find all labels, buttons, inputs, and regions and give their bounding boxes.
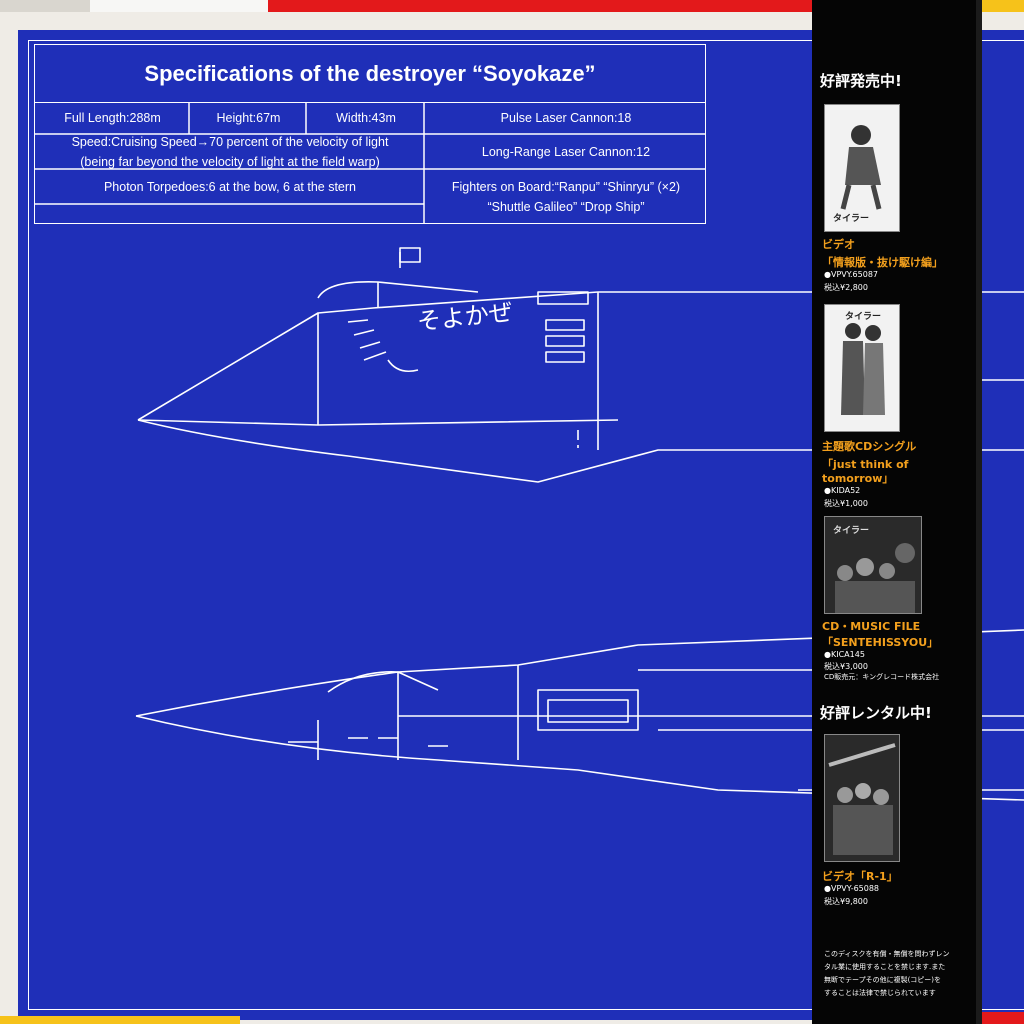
product1-category: ビデオ (822, 238, 855, 251)
obi-edge (976, 0, 982, 1024)
product2-code: ●KIDA52 (824, 486, 861, 495)
product3-price: 税込¥3,000 (824, 662, 868, 671)
product-cover-cd-single: タイラー (824, 304, 900, 432)
product3-note: CD販売元：キングレコード株式会社 (824, 673, 940, 681)
speed-cell: Speed:Cruising Speed→70 percent of the v… (35, 135, 425, 170)
product2-category: 主題歌CDシングル (822, 440, 917, 453)
rental-heading: 好評レンタル中! (820, 704, 932, 722)
full-length-cell: Full Length:288m (64, 111, 161, 126)
cover-logo-2: タイラー (845, 312, 882, 322)
fighters-line2: “Shuttle Galileo” “Drop Ship” (487, 199, 645, 214)
product4-category: ビデオ「R-1」 (822, 870, 898, 883)
product3-category: CD・MUSIC FILE (822, 620, 921, 633)
group-illustration-4 (828, 743, 896, 855)
product2-title-line2: tomorrow」 (822, 472, 894, 485)
long-range-cell: Long-Range Laser Cannon:12 (481, 144, 651, 159)
top-strip-yellow (976, 0, 1024, 12)
top-strip-grey (0, 0, 90, 12)
top-strip-red (268, 0, 828, 12)
product1-price: 税込¥2,800 (824, 283, 868, 292)
spec-title: Specifications of the destroyer “Soyokaz… (35, 45, 705, 103)
speed-line1: Speed:Cruising Speed→70 percent of the v… (71, 135, 389, 150)
notice-line4: することは法律で禁じられています (824, 989, 936, 997)
rental-notice: このディスクを有償・無償を問わずレン タル業に使用することを禁じます.また 無断… (824, 948, 974, 1000)
top-strip-white (90, 0, 268, 12)
photon-cell: Photon Torpedoes:6 at the bow, 6 at the … (103, 179, 357, 194)
product1-code: ●VPVY.65087 (824, 270, 879, 279)
pulse-laser-cell: Pulse Laser Cannon:18 (500, 111, 632, 126)
notice-line3: 無断でテープその他に複製(コピー)を (824, 976, 942, 984)
fighters-line1: Fighters on Board:“Ranpu” “Shinryu” (×2) (451, 180, 681, 195)
product4-code: ●VPVY-65088 (824, 884, 880, 893)
cover-logo-3: タイラー (833, 526, 870, 536)
figure-illustration-2 (841, 323, 885, 415)
width-cell: Width:43m (336, 111, 396, 126)
group-illustration-3 (835, 543, 915, 613)
cover-logo-1: タイラー (833, 214, 870, 224)
product3-title: 「SENTEHISSYOU」 (822, 636, 939, 649)
product4-price: 税込¥9,800 (824, 897, 868, 906)
on-sale-heading: 好評発売中! (820, 72, 902, 90)
product3-code: ●KICA145 (824, 650, 865, 659)
bottom-strip-left (0, 1016, 240, 1024)
product-cover-video-r1 (824, 734, 900, 862)
product-cover-video-1: タイラー (824, 104, 900, 232)
product2-title-line1: 「just think of (822, 458, 909, 471)
product2-price: 税込¥1,000 (824, 499, 868, 508)
blueprint-frame (28, 40, 1024, 1010)
product-cover-music-file: タイラー (824, 516, 922, 614)
height-cell: Height:67m (216, 111, 281, 126)
figure-illustration-1 (840, 125, 882, 210)
spec-table: Specifications of the destroyer “Soyokaz… (33, 44, 707, 225)
product1-title: 「情報版・抜け駆け編」 (822, 256, 943, 269)
fighters-cell: Fighters on Board:“Ranpu” “Shinryu” (×2)… (425, 170, 707, 225)
spec-grid (33, 101, 706, 224)
notice-line2: タル業に使用することを禁じます.また (824, 963, 946, 971)
speed-line2: (being far beyond the velocity of light … (80, 154, 380, 169)
bottom-strip-right (982, 1012, 1024, 1024)
notice-line1: このディスクを有償・無償を問わずレン (824, 950, 950, 958)
obi-band: 好評発売中! タイラー ビデオ 「情報版・抜け駆け編」 ●VPVY.65087 … (812, 0, 976, 1024)
